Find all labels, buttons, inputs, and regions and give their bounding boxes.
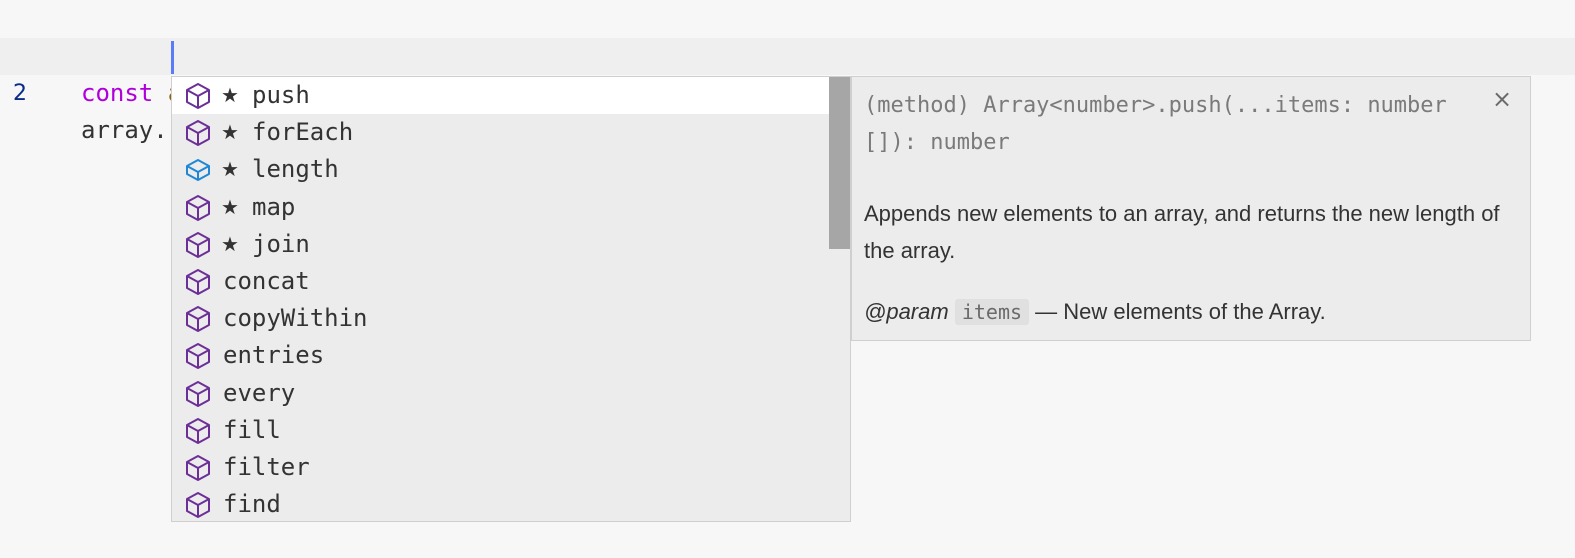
star-icon: ★ bbox=[221, 120, 239, 145]
star-icon: ★ bbox=[221, 157, 239, 182]
method-icon bbox=[186, 380, 210, 407]
suggestion-label: entries bbox=[223, 341, 325, 370]
suggestion-label: find bbox=[223, 490, 281, 519]
scrollbar-thumb[interactable] bbox=[829, 77, 850, 249]
line-number: 2 bbox=[13, 81, 27, 106]
suggestion-label: copyWithin bbox=[223, 304, 368, 333]
method-icon bbox=[186, 194, 210, 221]
method-icon bbox=[186, 83, 210, 109]
method-icon bbox=[186, 268, 210, 295]
suggestion-details-panel: (method) Array<number>.push(...items: nu… bbox=[851, 76, 1531, 341]
suggestion-label: forEach bbox=[252, 118, 354, 147]
text-cursor bbox=[171, 41, 174, 74]
code-text: array. bbox=[81, 116, 168, 144]
method-signature: (method) Array<number>.push(...items: nu… bbox=[864, 93, 1447, 155]
param-doc: @param items — New elements of the Array… bbox=[864, 293, 1514, 331]
suggestion-label: filter bbox=[223, 452, 310, 481]
suggestion-label: every bbox=[223, 378, 296, 407]
code-line-2[interactable]: 2 array. bbox=[0, 38, 1575, 144]
star-icon: ★ bbox=[221, 83, 239, 107]
suggestion-item-every[interactable]: every bbox=[172, 375, 850, 412]
param-description: — New elements of the Array. bbox=[1029, 299, 1326, 324]
suggestion-item-fill[interactable]: fill bbox=[172, 412, 850, 449]
method-icon bbox=[186, 454, 210, 481]
property-icon bbox=[186, 159, 210, 182]
suggestion-label: map bbox=[252, 192, 296, 221]
suggestion-item-foreach[interactable]: ★ forEach bbox=[172, 114, 850, 151]
method-icon bbox=[186, 231, 210, 258]
suggestion-item-entries[interactable]: entries bbox=[172, 337, 850, 374]
suggestion-label: concat bbox=[223, 266, 310, 295]
suggestion-label: length bbox=[252, 155, 339, 184]
suggestion-item-map[interactable]: ★ map bbox=[172, 189, 850, 226]
suggestion-item-find[interactable]: find bbox=[172, 486, 850, 521]
suggestion-items: ★ push ★ forEach ★ length ★ map ★ join concat copyW… bbox=[172, 77, 850, 521]
method-icon bbox=[186, 343, 210, 370]
suggestion-item-concat[interactable]: concat bbox=[172, 263, 850, 300]
suggestion-label: push bbox=[252, 81, 310, 109]
keyword-token: const bbox=[81, 79, 154, 107]
suggestion-label: join bbox=[252, 229, 310, 258]
param-tag: @param bbox=[864, 299, 949, 324]
method-icon bbox=[186, 120, 210, 147]
method-icon bbox=[186, 306, 210, 333]
suggestion-scrollbar[interactable] bbox=[829, 77, 850, 521]
suggestion-item-push[interactable]: ★ push bbox=[172, 77, 850, 115]
code-line-1[interactable]: 1 const array = [1, 2, 3, 4]; bbox=[0, 1, 1575, 107]
suggestion-list[interactable]: ★ push ★ forEach ★ length ★ map ★ join concat copyW… bbox=[171, 76, 851, 522]
star-icon: ★ bbox=[221, 194, 239, 219]
star-icon: ★ bbox=[221, 231, 239, 256]
method-description: Appends new elements to an array, and re… bbox=[864, 201, 1500, 263]
suggestion-item-join[interactable]: ★ join bbox=[172, 226, 850, 263]
suggestion-label: fill bbox=[223, 415, 281, 444]
suggestion-item-filter[interactable]: filter bbox=[172, 449, 850, 486]
method-icon bbox=[186, 417, 210, 444]
close-icon[interactable]: × bbox=[1492, 85, 1513, 113]
param-name: items bbox=[954, 299, 1030, 325]
suggestion-item-copywithin[interactable]: copyWithin bbox=[172, 300, 850, 337]
suggestion-item-length[interactable]: ★ length bbox=[172, 151, 850, 188]
method-icon bbox=[186, 492, 210, 519]
